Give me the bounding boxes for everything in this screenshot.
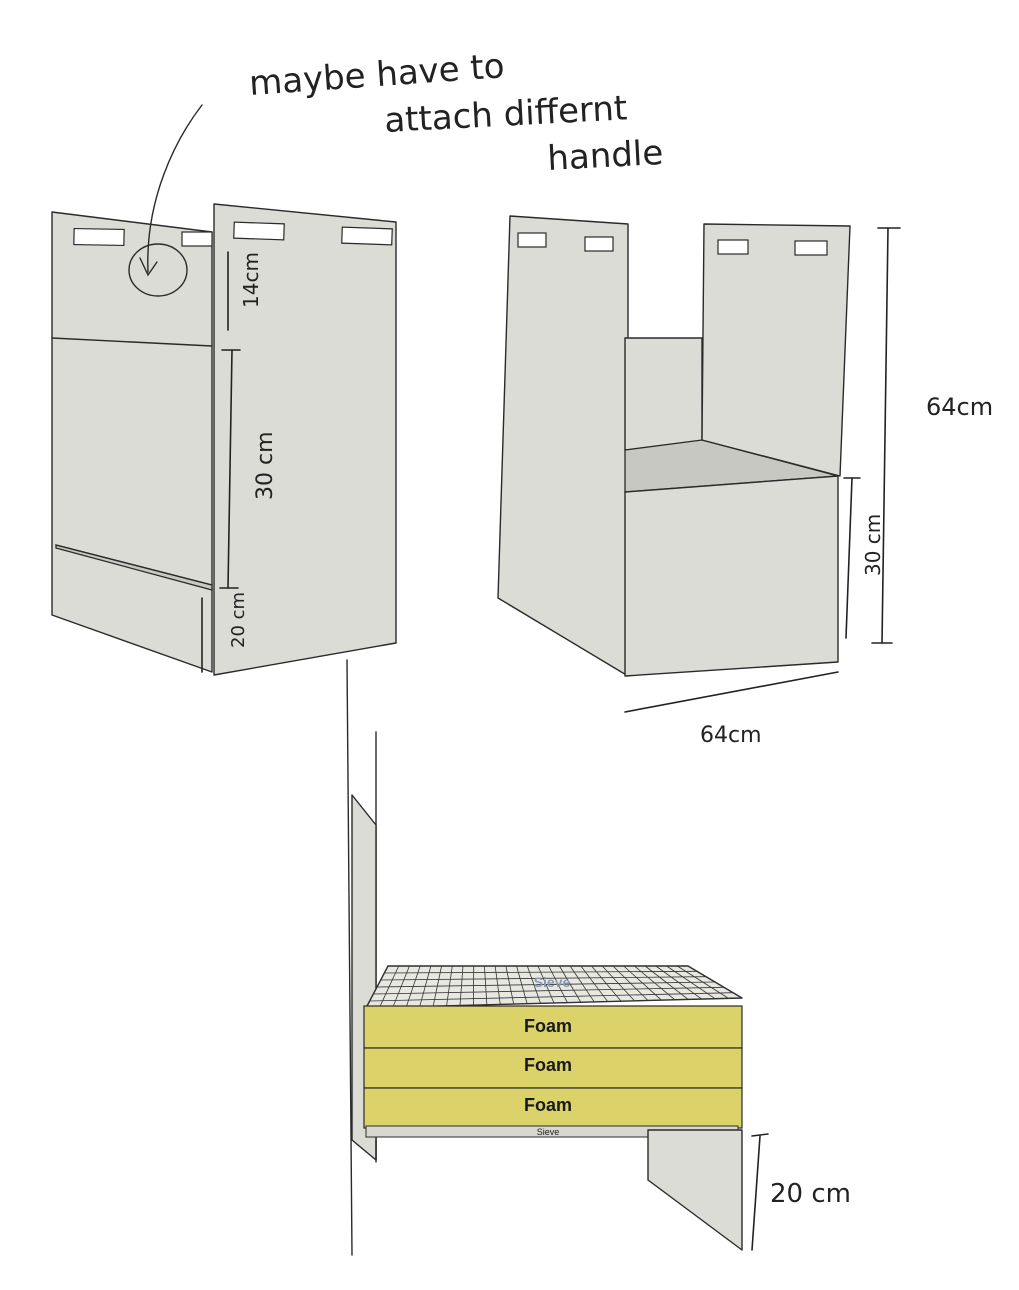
left-side-panel bbox=[497, 215, 629, 677]
side-view-folded: 14cm 30 cm 20 cm bbox=[51, 104, 397, 676]
note-line-3: handle bbox=[546, 133, 664, 179]
front-panel bbox=[213, 203, 397, 676]
perspective-view: 64cm 30 cm 64cm bbox=[497, 215, 993, 748]
foam-layer-3 bbox=[363, 1087, 743, 1129]
mesh-grid-line bbox=[373, 986, 725, 995]
mesh-grid-line bbox=[369, 992, 734, 1002]
dim-label-30cm-right: 30 cm bbox=[861, 514, 885, 576]
handle-slot-4 bbox=[341, 226, 393, 246]
handle-slot-1 bbox=[73, 227, 125, 247]
foam-layer-1 bbox=[363, 1005, 743, 1049]
mesh-grid-line bbox=[380, 976, 707, 981]
section-view: Sieve Foam Foam Foam Sieve 20 cm bbox=[346, 659, 851, 1256]
handle-note: maybe have to attach differnt handle bbox=[248, 46, 664, 179]
handle-circle-mark bbox=[128, 243, 188, 297]
handle-slot-6 bbox=[584, 236, 614, 252]
dim-line-tick-f bbox=[751, 1133, 769, 1137]
note-line-2: attach differnt bbox=[383, 88, 628, 141]
mesh-grid-line bbox=[376, 981, 716, 988]
front-box bbox=[624, 475, 839, 677]
dim-line-30cm-right bbox=[845, 477, 853, 639]
base-side-panel bbox=[647, 1129, 743, 1251]
foam-layer-2 bbox=[363, 1047, 743, 1089]
seat-line bbox=[51, 337, 213, 347]
sieve-label: Sieve bbox=[537, 1127, 560, 1137]
dim-label-14cm: 14cm bbox=[239, 252, 263, 308]
note-line-1: maybe have to bbox=[248, 46, 506, 104]
handle-slot-3 bbox=[233, 221, 285, 241]
foam-label-3: Foam bbox=[524, 1095, 572, 1115]
dim-label-64cm-height: 64cm bbox=[926, 393, 993, 421]
right-side-panel bbox=[701, 223, 851, 477]
handle-slot-7 bbox=[717, 239, 749, 255]
dim-label-30cm-left: 30 cm bbox=[253, 431, 278, 500]
dim-line-20cm-bottom bbox=[751, 1135, 761, 1251]
mesh-grid-line bbox=[384, 970, 698, 974]
dim-label-20cm-left: 20 cm bbox=[228, 592, 249, 648]
note-arrow-head bbox=[139, 257, 158, 277]
dim-label-64cm-width: 64cm bbox=[700, 723, 762, 748]
foam-label-1: Foam bbox=[524, 1016, 572, 1036]
dim-label-20cm-bottom: 20 cm bbox=[770, 1179, 851, 1209]
note-arrow bbox=[147, 104, 203, 273]
bottom-line bbox=[55, 544, 213, 586]
foam-label-2: Foam bbox=[524, 1055, 572, 1075]
handle-slot-2 bbox=[181, 231, 213, 247]
inner-back-panel bbox=[624, 337, 703, 451]
mesh-grid bbox=[365, 965, 743, 1009]
dim-line-30cm bbox=[227, 349, 233, 589]
handle-slot-5 bbox=[517, 232, 547, 248]
back-wall-line-1 bbox=[346, 659, 353, 1256]
handle-slot-8 bbox=[794, 240, 828, 256]
dim-line-64cm-width bbox=[624, 671, 839, 713]
dim-line-64cm-height bbox=[881, 227, 889, 644]
mesh-label: Sieve bbox=[534, 974, 571, 990]
